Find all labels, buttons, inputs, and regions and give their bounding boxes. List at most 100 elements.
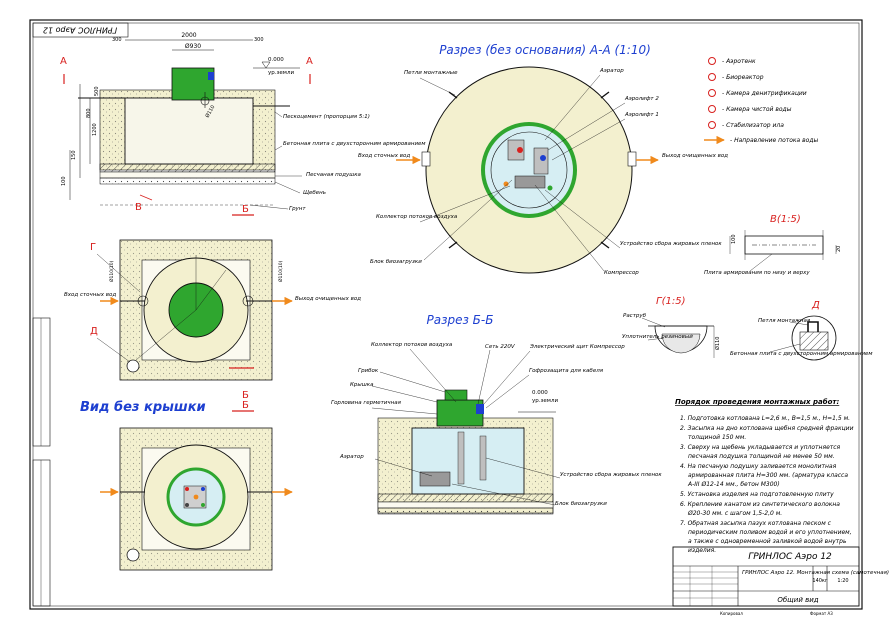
ground-level-a: ур.земли: [268, 70, 294, 76]
dim-100: 100: [61, 176, 67, 186]
detail-d-title: Д: [811, 300, 820, 311]
procedure-step: песчаная подушка толщиной не менее 50 мм…: [688, 453, 835, 460]
cut-mark-g: Г: [90, 242, 96, 253]
bb-fat-trap-label: Устройство сбора жировых пленок: [560, 472, 662, 478]
label-sand-cement: Пескоцемент (пропорция 5:1): [283, 114, 370, 120]
bb-gofra-label: Гофрозащита для кабеля: [529, 368, 604, 374]
frame-border: [29, 19, 863, 610]
detail-v-title: В(1:5): [770, 214, 801, 225]
plan-anchor-point: [126, 359, 140, 373]
legend-marker-4: [708, 105, 716, 113]
cut-mark-d: Д: [90, 326, 98, 337]
aa-compressor-label: Компрессор: [604, 270, 639, 276]
detail-g-dim-110: Ø110: [714, 337, 721, 350]
title-block: [672, 546, 860, 607]
legend-marker-3: [708, 89, 716, 97]
detail-d: [791, 315, 837, 361]
detail-d-loop-label: Петля монтажная: [758, 318, 811, 324]
title-block-product: ГРИНЛОС Аэро 12: [748, 552, 832, 562]
procedure-step: 2. Засыпка на дно котлована щебня средне…: [680, 425, 854, 432]
detail-v-dim-20: 20: [836, 246, 842, 252]
bb-neck-label: Горловина герметичная: [331, 400, 402, 406]
concrete-slab: [99, 163, 276, 173]
detail-g-title: Г(1:5): [656, 296, 685, 307]
label-concrete-slab: Бетонная плита с двухсторонним армирован…: [283, 141, 426, 147]
aa-airlift1-label: Аэролифт 1: [624, 112, 659, 118]
top-view-anchor-point: [126, 548, 140, 562]
tank-neck: [171, 67, 215, 101]
detail-v-rebar-label: Плита армирования по низу и верху: [704, 270, 810, 276]
legend-flow-label: - Направление потока воды: [730, 137, 818, 144]
bb-aerator-label: Аэратор: [339, 454, 364, 460]
plan-view: [119, 239, 273, 381]
dim-300b: 300: [112, 37, 122, 43]
dim-150: 150: [71, 150, 77, 160]
cut-mark-a-right: А: [306, 56, 313, 67]
gravel-layer: [99, 177, 276, 185]
top-view-title: Вид без крышки: [80, 400, 206, 415]
side-stamp-upper: [32, 317, 51, 447]
cut-mark-b-bottom: Б: [242, 400, 249, 411]
detail-v: [729, 230, 837, 260]
side-section-view: [63, 39, 311, 206]
dim-2000: 2000: [181, 32, 196, 39]
legend-marker-5: [708, 121, 716, 129]
legend-item-4: - Камера чистой воды: [722, 106, 792, 113]
bb-level-0000: 0.000: [532, 390, 548, 396]
label-gravel: Щебень: [303, 190, 326, 196]
dim-930: Ø930: [185, 43, 201, 50]
plan-outlet-label: Выход очищенных вод: [295, 296, 361, 302]
plan-dim-110-right: Ø110(10): [277, 260, 284, 282]
legend: [704, 57, 725, 145]
plan-dim-110-left: Ø110(10): [108, 260, 115, 282]
aa-inlet-label: Вход сточных вод: [358, 153, 410, 159]
procedure-step: 3. Сверху на щебень укладывается и уплот…: [680, 444, 841, 451]
procedure-step: 1. Подготовка котлована L=2,6 м., В=1,5 …: [680, 415, 850, 422]
legend-item-2: - Биореактор: [722, 74, 764, 81]
cut-mark-b-top: Б: [242, 204, 249, 215]
aa-aerator-label: Аэратор: [599, 68, 624, 74]
legend-item-1: - Аэротенк: [722, 58, 756, 65]
title-block-mass: 140кг: [812, 578, 828, 584]
section-aa-view: [421, 66, 637, 274]
aa-fat-trap-label: Устройство сбора жировых пленок: [620, 241, 722, 247]
procedure-step: толщиной 150 мм.: [688, 434, 746, 441]
title-block-scale: 1:20: [837, 578, 848, 584]
procedure-step: А-III Ø12-14 мм., бетон М300): [687, 481, 780, 488]
detail-g: [648, 325, 715, 358]
plan-inlet-label: Вход сточных вод: [64, 292, 116, 298]
label-soil: Грунт: [289, 206, 306, 212]
title-block-desc: ГРИНЛОС Аэро 12. Монтажная схема (самоте…: [742, 570, 889, 576]
legend-item-5: - Стабилизатор ила: [722, 122, 784, 129]
top-stamp-box: [32, 22, 129, 38]
dim-1200: 1200: [92, 123, 98, 136]
bb-lid-label: Крышка: [350, 382, 374, 388]
top-stamp-label: ГРИНЛОС Аэро 12: [43, 26, 117, 35]
aa-airlift2-label: Аэролифт 2: [624, 96, 659, 102]
procedure-step: изделия.: [688, 547, 716, 554]
legend-marker-2: [708, 73, 716, 81]
legend-item-3: - Камера денитрификации: [722, 90, 807, 97]
aa-outlet-label: Выход очищенных вод: [662, 153, 728, 159]
bb-shield-label: Электрический щит Компрессор: [529, 344, 625, 350]
cut-mark-a-left: А: [60, 56, 67, 67]
procedure-title: Порядок проведения монтажных работ:: [675, 398, 839, 406]
section-bb-view: [377, 389, 556, 515]
level-0000-a: 0.000: [268, 57, 284, 63]
bb-ground-level: ур.земли: [532, 398, 558, 404]
top-view-no-lid: [119, 427, 273, 571]
dim-500: 500: [94, 86, 100, 96]
bb-collector-label: Коллектор потоков воздуха: [371, 342, 453, 348]
detail-d-slab-label: Бетонная плита с двухсторонним армирован…: [730, 351, 873, 357]
label-sand-cushion: Песчаная подушка: [306, 172, 362, 178]
procedure-step: а также с одновременной заливкой водой в…: [688, 538, 847, 545]
bb-grivel-label: Грибок: [358, 368, 379, 374]
frame-inner-border: [32, 22, 860, 607]
section-bb-title: Разрез Б-Б: [427, 313, 494, 327]
procedure-step: 5. Установка изделия на подготовленную п…: [680, 491, 834, 498]
aa-bio-block-label: Блок биозагрузки: [370, 259, 422, 265]
aa-collector-label: Коллектор потоков воздуха: [376, 214, 458, 220]
procedure-steps: 1. Подготовка котлована L=2,6 м., В=1,5 …: [680, 415, 854, 554]
sand-cushion: [99, 171, 276, 179]
